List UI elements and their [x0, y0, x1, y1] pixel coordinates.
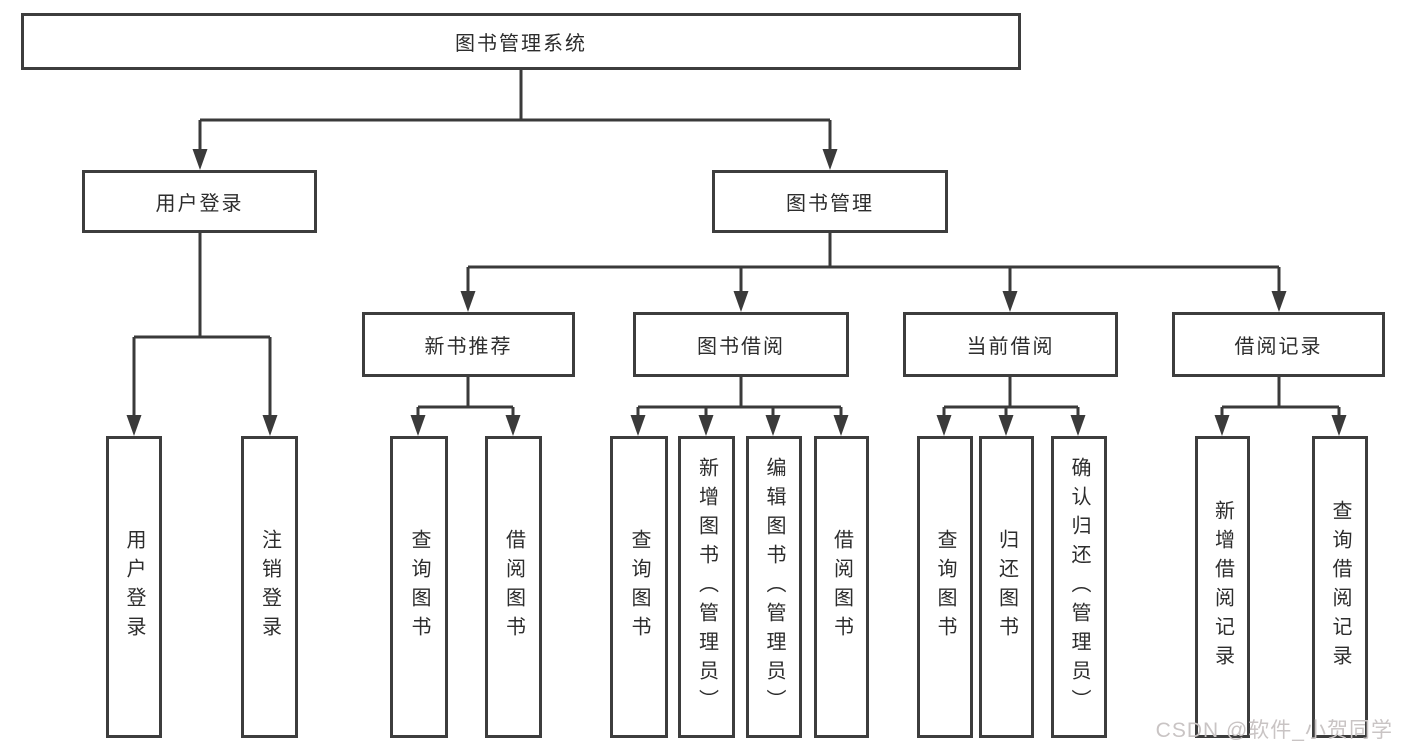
- node-current-borrowing: 当前借阅: [903, 312, 1118, 377]
- leaf-node-confirm-return-admin: 确认归还（管理员）: [1051, 436, 1107, 738]
- node-label: 图书管理: [786, 193, 874, 215]
- node-label: 图书管理系统: [455, 33, 587, 55]
- node-book-borrowing: 图书借阅: [633, 312, 849, 377]
- node-label: 借阅图书: [830, 529, 853, 645]
- leaf-node-borrow-books: 借阅图书: [814, 436, 869, 738]
- node-label: 新书推荐: [424, 336, 513, 358]
- node-borrowing-records: 借阅记录: [1172, 312, 1385, 377]
- leaf-node-logout: 注销登录: [241, 436, 298, 738]
- leaf-node-return-books: 归还图书: [979, 436, 1034, 738]
- leaf-node-borrow-books-recommend: 借阅图书: [485, 436, 542, 738]
- node-label: 当前借阅: [966, 336, 1055, 358]
- node-library-management-system: 图书管理系统: [21, 13, 1021, 70]
- node-label: 新增借阅记录: [1211, 500, 1234, 674]
- node-label: 编辑图书（管理员）: [763, 456, 785, 718]
- node-user-login: 用户登录: [82, 170, 317, 233]
- leaf-node-query-borrow-record: 查询借阅记录: [1312, 436, 1368, 738]
- node-label: 归还图书: [995, 529, 1018, 645]
- node-label: 用户登录: [155, 193, 244, 215]
- node-label: 注销登录: [258, 529, 281, 645]
- leaf-node-add-borrow-record: 新增借阅记录: [1195, 436, 1250, 738]
- node-label: 查询图书: [408, 529, 430, 645]
- node-label: 借阅图书: [502, 529, 525, 645]
- leaf-node-edit-books-admin: 编辑图书（管理员）: [746, 436, 802, 738]
- node-label: 新增图书（管理员）: [695, 456, 718, 718]
- node-label: 借阅记录: [1234, 336, 1323, 358]
- node-label: 查询图书: [628, 529, 650, 645]
- node-new-book-recommendation: 新书推荐: [362, 312, 575, 377]
- leaf-node-user-login: 用户登录: [106, 436, 162, 738]
- leaf-node-query-books-borrow: 查询图书: [610, 436, 668, 738]
- node-label: 图书借阅: [697, 336, 785, 358]
- node-book-management: 图书管理: [712, 170, 948, 233]
- leaf-node-query-books-recommend: 查询图书: [390, 436, 448, 738]
- tree-edges: [132, 70, 1341, 418]
- arrowheads: [126, 149, 1347, 436]
- node-label: 查询借阅记录: [1329, 500, 1351, 674]
- leaf-node-query-books-current: 查询图书: [917, 436, 973, 738]
- node-label: 查询图书: [934, 529, 956, 645]
- csdn-watermark: CSDN @软件_小贺同学: [1155, 719, 1393, 742]
- node-label: 确认归还（管理员）: [1068, 456, 1090, 718]
- node-label: 用户登录: [123, 529, 145, 645]
- leaf-node-add-books-admin: 新增图书（管理员）: [678, 436, 735, 738]
